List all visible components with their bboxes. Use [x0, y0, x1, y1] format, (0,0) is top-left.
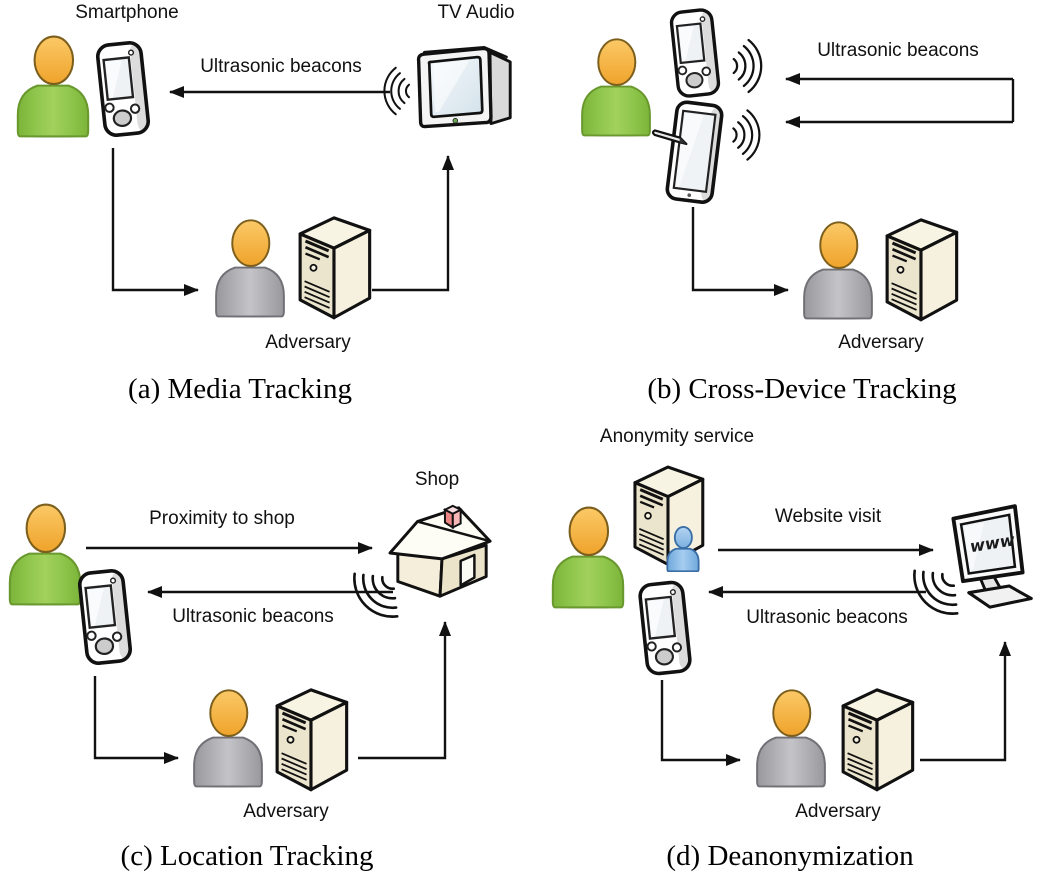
adversary-label-a: Adversary — [265, 332, 351, 353]
adversary-user-icon-b — [803, 221, 873, 320]
adversary-label-c: Adversary — [243, 801, 329, 822]
proximity-to-shop-label: Proximity to shop — [149, 508, 295, 529]
shop-label: Shop — [414, 469, 460, 490]
tv-audio-label: TV Audio — [437, 2, 515, 23]
smartphone-icon-a — [94, 36, 152, 142]
ultrasonic-beacons-label-a: Ultrasonic beacons — [200, 56, 362, 77]
arrow-phone-to-adversary-d — [660, 680, 741, 766]
sound-waves-icon-b2 — [727, 102, 763, 168]
ultrasonic-beacons-label-c: Ultrasonic beacons — [172, 606, 334, 627]
adversary-user-icon-a — [215, 219, 285, 318]
ultrasonic-beacons-label-d: Ultrasonic beacons — [746, 607, 908, 628]
caption-d: (d) Deanonymization — [666, 840, 914, 872]
blue-user-icon — [666, 526, 700, 572]
arrow-adversary-to-shop — [358, 621, 451, 760]
user-icon-d — [551, 506, 625, 609]
sound-waves-icon-b1 — [727, 30, 765, 102]
caption-a: (a) Media Tracking — [128, 373, 352, 405]
adversary-user-icon-c — [193, 689, 263, 788]
tv-icon — [410, 36, 516, 136]
user-icon-b — [581, 38, 651, 137]
caption-c: (c) Location Tracking — [120, 840, 374, 872]
smartphone-icon-b — [668, 4, 722, 102]
adversary-user-icon-d — [756, 689, 826, 788]
ultrasonic-beacons-label-b: Ultrasonic beacons — [817, 40, 979, 61]
www-monitor-icon: www — [951, 504, 1033, 609]
caption-b: (b) Cross-Device Tracking — [647, 373, 957, 405]
tablet-icon — [650, 98, 730, 208]
arrow-phone-to-adversary-c — [93, 676, 179, 764]
arrow-phone-to-adversary-a — [111, 148, 199, 296]
smartphone-icon-c — [76, 566, 134, 668]
server-icon-c — [270, 682, 352, 794]
anonymity-service-label: Anonymity service — [599, 426, 755, 447]
server-icon-b — [880, 212, 962, 324]
server-icon-d — [836, 682, 918, 794]
smartphone-label: Smartphone — [75, 2, 179, 23]
website-visit-label: Website visit — [774, 506, 882, 527]
adversary-label-d: Adversary — [795, 801, 881, 822]
user-icon-c — [8, 503, 82, 606]
arrow-adversary-to-monitor — [920, 641, 1011, 762]
smartphone-icon-d — [636, 578, 694, 678]
arrow-adversary-to-tv — [372, 155, 454, 292]
adversary-label-b: Adversary — [838, 332, 924, 353]
server-icon-a — [293, 210, 375, 322]
arrow-tablet-to-adversary-b — [691, 207, 789, 296]
user-icon-a — [16, 35, 90, 138]
